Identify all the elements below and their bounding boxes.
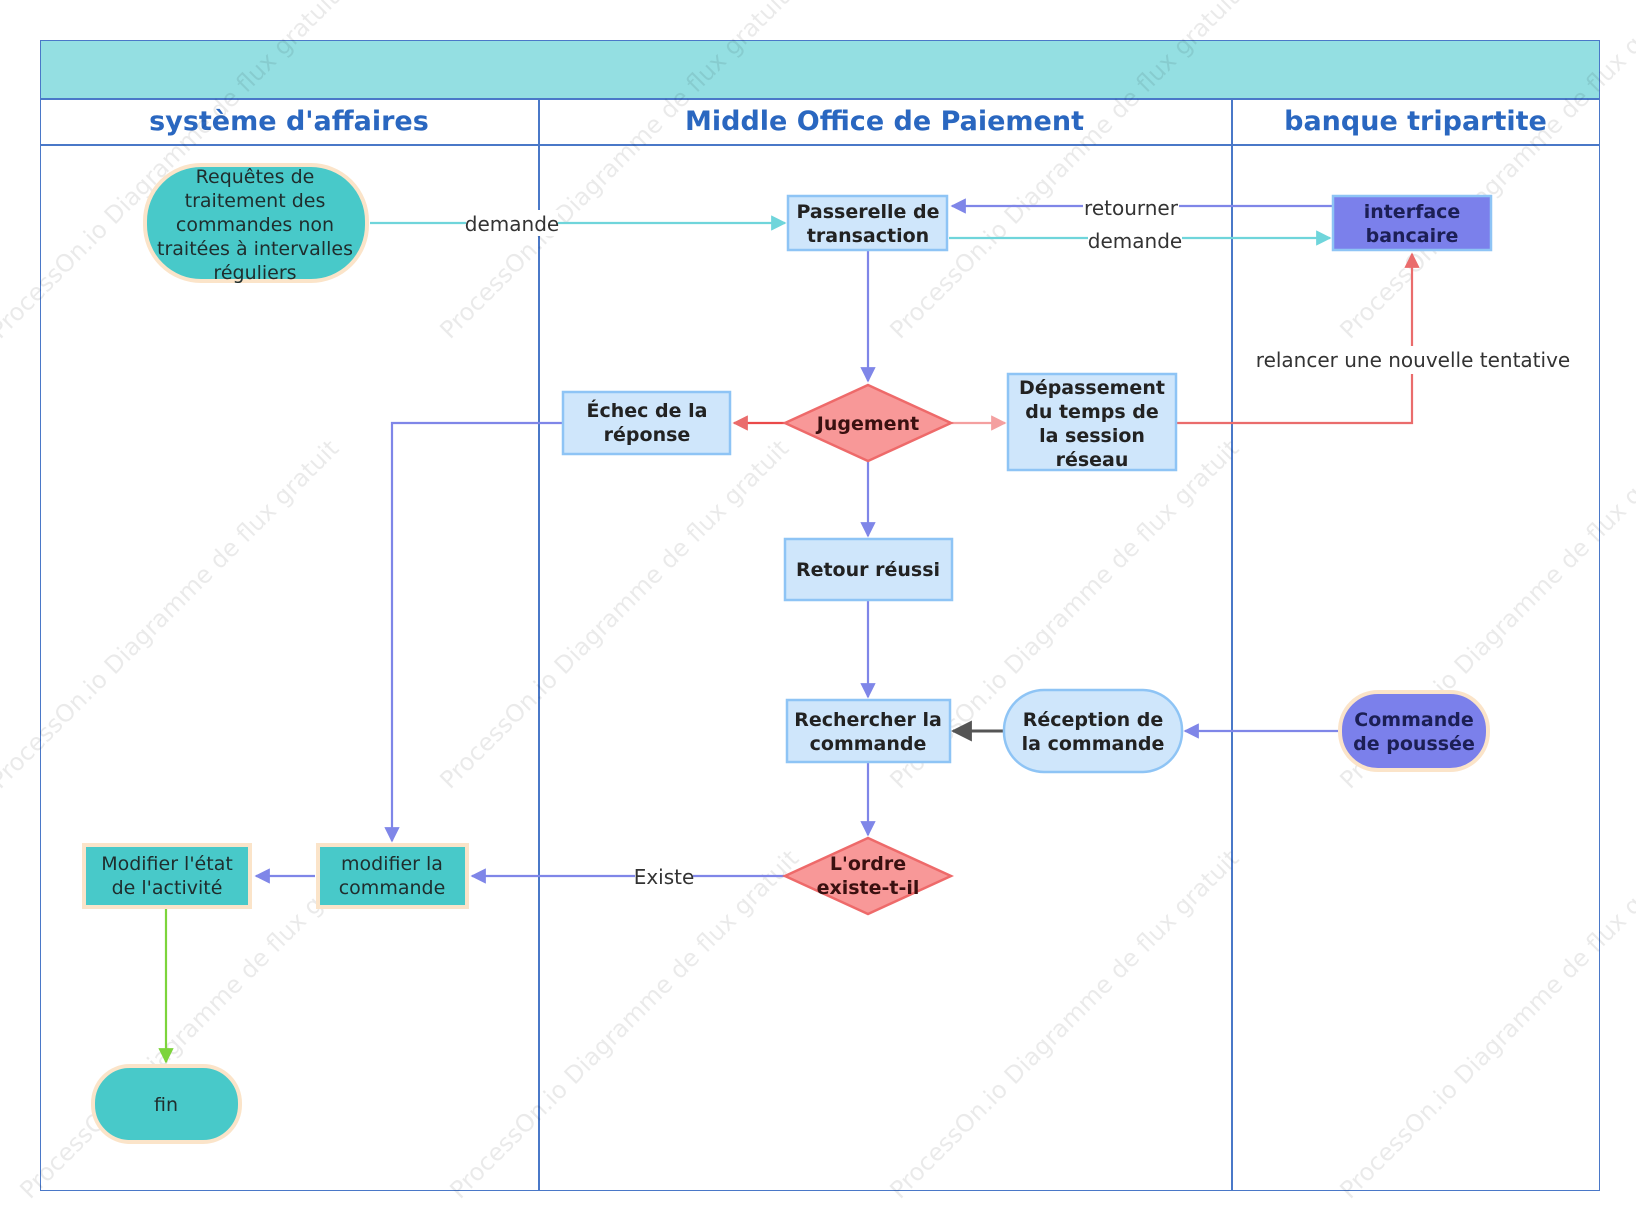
edge-label-existe: Existe (634, 865, 695, 889)
edge-label-demande-2: demande (1088, 229, 1182, 253)
node-label-line: traitement des (185, 190, 326, 212)
node-label-line: la session (1039, 425, 1145, 447)
node-label-line: Commande (1354, 709, 1473, 731)
node-label-line: la commande (1022, 733, 1165, 755)
node-label-line: modifier la (341, 853, 443, 875)
node-retour-label: Retour réussi (796, 559, 940, 581)
node-label-line: Requêtes de (196, 166, 315, 188)
node-label-line: bancaire (1366, 225, 1459, 247)
edge-depassement-to-interface (1177, 252, 1420, 425)
node-label-line: de poussée (1353, 733, 1475, 755)
watermark-text: ProcessOn.io Diagramme de flux gratuit (0, 434, 344, 794)
node-label-line: Jugement (815, 413, 919, 435)
edge-echec-to-modifier-commande (384, 421, 563, 843)
node-label-line: Retour réussi (796, 559, 940, 581)
watermark-text: ProcessOn.io Diagramme de flux gratuit (1334, 844, 1636, 1204)
node-jugement[interactable]: Jugement (781, 383, 955, 463)
lane-title-middle-office: Middle Office de Paiement (685, 106, 1084, 137)
node-label-line: commande (339, 877, 446, 899)
edge-label-layer: demande retourner demande relancer une n… (465, 194, 1570, 891)
lane-title-divider (40, 144, 1600, 146)
edge-label-retourner: retourner (1084, 196, 1179, 220)
node-fin[interactable]: fin (91, 1064, 242, 1144)
node-label-line: fin (154, 1094, 178, 1116)
edge-label-relancer: relancer une nouvelle tentative (1256, 348, 1570, 372)
lane-divider-1 (538, 99, 540, 1191)
node-label-line: Rechercher la (794, 709, 942, 731)
node-label-line: réseau (1056, 449, 1129, 471)
node-label-line: traitées à intervalles (157, 238, 353, 260)
node-label-line: L'ordre (830, 853, 906, 875)
node-label-line: de l'activité (112, 877, 223, 899)
lane-title-banque-tripartite: banque tripartite (1284, 106, 1547, 137)
connector-layer (158, 198, 1420, 1064)
node-label-line: transaction (807, 225, 929, 247)
node-label-line: réponse (604, 424, 691, 446)
node-jugement-label: Jugement (815, 413, 919, 435)
node-label-line: réguliers (213, 262, 296, 284)
lane-divider-2 (1231, 99, 1233, 1191)
watermark-text: ProcessOn.io Diagramme de flux gratuit (1334, 0, 1636, 344)
watermark-text: ProcessOn.io Diagramme de flux gratuit (434, 0, 794, 344)
watermark-text: ProcessOn.io Diagramme de flux gratuit (884, 844, 1244, 1204)
lane-title-systeme-affaires: système d'affaires (149, 106, 429, 137)
pool-frame (40, 99, 1600, 1191)
watermark-text: ProcessOn.io Diagramme de flux gratuit (444, 844, 804, 1204)
node-label-line: Réception de (1023, 709, 1164, 731)
node-label-line: du temps de (1025, 401, 1159, 423)
node-fin-label: fin (154, 1094, 178, 1116)
pool-header-band (40, 40, 1600, 99)
node-label-line: Modifier l'état (101, 853, 233, 875)
node-label-line: Passerelle de (796, 201, 939, 223)
node-label-line: commande (810, 733, 927, 755)
node-label-line: interface (1364, 201, 1461, 223)
edge-label-demande-1: demande (465, 212, 559, 236)
node-label-line: commandes non (176, 214, 334, 236)
node-label-line: Échec de la (587, 399, 708, 422)
node-label-line: Dépassement (1019, 377, 1165, 399)
watermark-text: ProcessOn.io Diagramme de flux gratuit (884, 0, 1244, 344)
node-label-line: existe-t-il (817, 877, 920, 899)
node-retour-reussi[interactable]: Retour réussi (783, 537, 954, 602)
watermark-text: ProcessOn.io Diagramme de flux gratuit (434, 434, 794, 794)
